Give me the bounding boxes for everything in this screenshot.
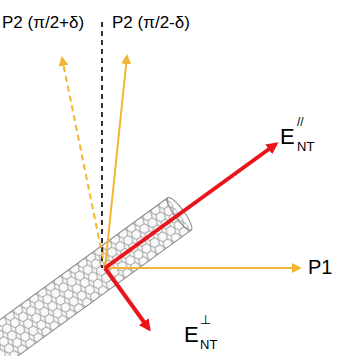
field-subscript: NT (200, 338, 217, 351)
e-parallel-arrow (105, 144, 276, 268)
field-superscript: ⊥ (200, 313, 211, 326)
field-symbol: E (184, 324, 199, 346)
nanotube (0, 195, 195, 356)
field-subscript: NT (297, 140, 314, 153)
p1-arrow (105, 267, 300, 269)
angle-label: P2 (π/2-δ) (112, 14, 190, 31)
polarizer-label: P1 (308, 257, 332, 277)
e-perp-arrow (105, 268, 149, 329)
reference-line (101, 22, 103, 268)
field-superscript: // (297, 116, 304, 128)
angle-label: P2 (π/2+δ) (2, 14, 84, 31)
field-symbol: E (280, 126, 295, 148)
p2-arrow (105, 56, 127, 268)
p2-dashed-arrow (62, 58, 105, 268)
